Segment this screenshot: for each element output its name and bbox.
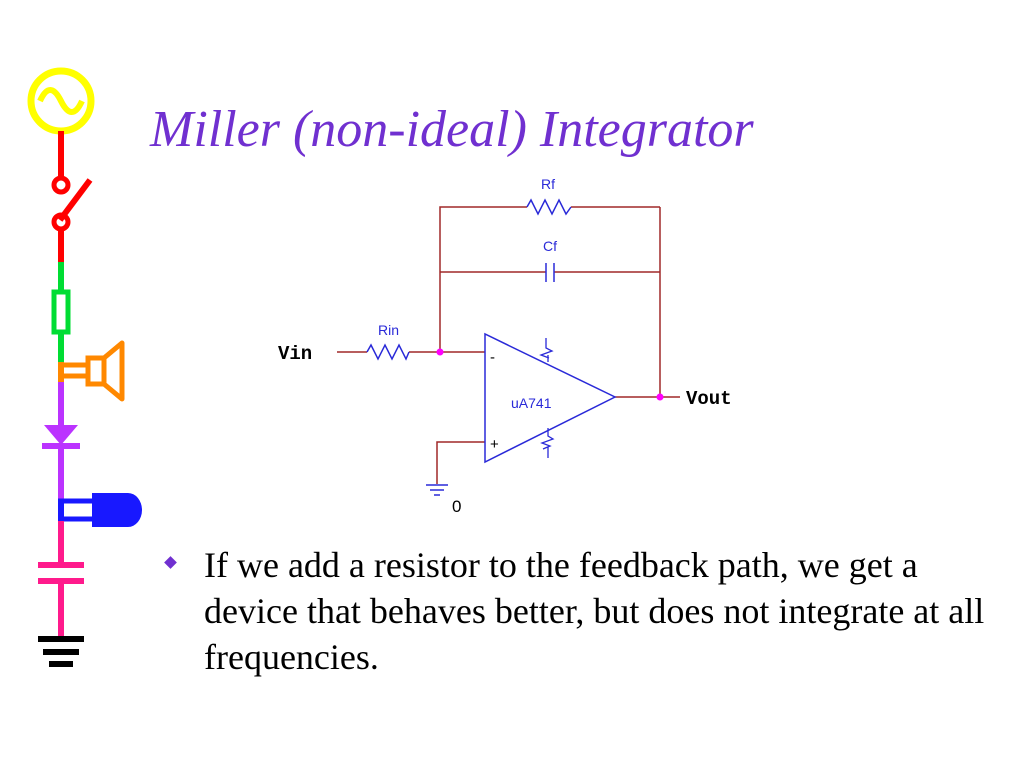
rin-label: Rin [378, 322, 399, 338]
node-dot-output [656, 393, 664, 401]
vout-label: Vout [686, 388, 732, 410]
decoration-strip [27, 67, 142, 667]
capacitor-icon [38, 521, 84, 636]
speaker-icon [58, 340, 125, 402]
diode-icon [42, 382, 80, 500]
capacitor-cf [545, 263, 555, 282]
slide-title: Miller (non-ideal) Integrator [150, 101, 754, 158]
circuit-diagram: Vin Vout Rin Rf Cf uA741 - + 0 [278, 176, 732, 516]
ground-label: 0 [452, 497, 461, 516]
led-icon [58, 493, 142, 527]
wires [337, 206, 680, 484]
opamp-model-label: uA741 [511, 395, 552, 411]
ground-symbol [426, 484, 448, 496]
switch-icon [51, 131, 93, 262]
resistor-icon [51, 262, 71, 362]
noninverting-input-sign: + [490, 436, 499, 453]
ac-source-icon [27, 67, 95, 135]
inverting-input-sign: - [490, 349, 495, 366]
rf-label: Rf [541, 176, 555, 192]
resistor-rf [526, 198, 572, 216]
resistor-rin [366, 343, 410, 361]
vin-label: Vin [278, 343, 312, 365]
node-dot-input [436, 348, 444, 356]
cf-label: Cf [543, 238, 557, 254]
opamp-symbol [484, 332, 617, 464]
ground-icon [38, 636, 84, 667]
bullet-text: If we add a resistor to the feedback pat… [204, 545, 985, 677]
